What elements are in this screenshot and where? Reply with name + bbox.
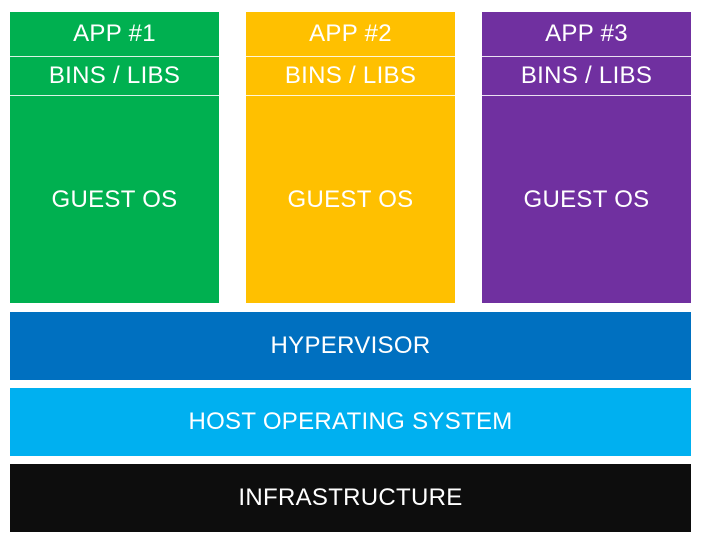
host-os-layer: HOST OPERATING SYSTEM <box>10 388 691 456</box>
bins-libs-block: BINS / LIBS <box>246 57 455 96</box>
guest-os-block: GUEST OS <box>287 185 414 213</box>
guest-os-block: GUEST OS <box>51 185 178 213</box>
bins-libs-block: BINS / LIBS <box>482 57 691 96</box>
hypervisor-layer: HYPERVISOR <box>10 312 691 380</box>
bins-libs-block: BINS / LIBS <box>10 57 219 96</box>
infrastructure-layer: INFRASTRUCTURE <box>10 464 691 532</box>
app-block: APP #3 <box>482 12 691 57</box>
app-block: APP #2 <box>246 12 455 57</box>
vm-stack-1: APP #1 BINS / LIBS GUEST OS <box>10 12 219 303</box>
vm-stack-3: APP #3 BINS / LIBS GUEST OS <box>482 12 691 303</box>
guest-os-block: GUEST OS <box>523 185 650 213</box>
vm-stack-2: APP #2 BINS / LIBS GUEST OS <box>246 12 455 303</box>
app-block: APP #1 <box>10 12 219 57</box>
